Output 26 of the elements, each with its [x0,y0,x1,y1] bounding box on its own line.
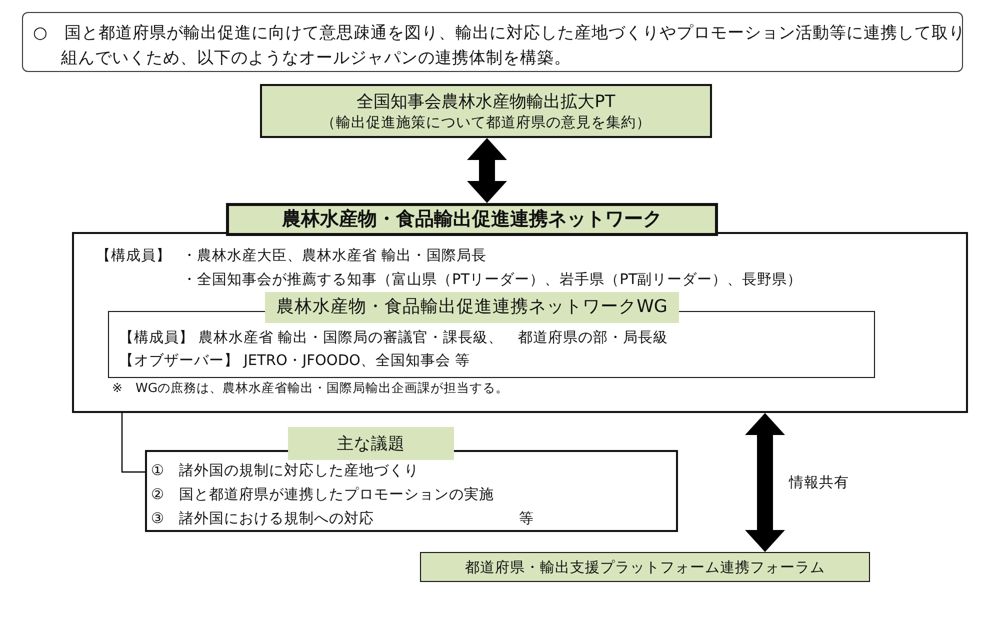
member-line: ・全国知事会が推薦する知事（富山県（PTリーダー）、岩手県（PT副リーダー）、長野県） [182,270,802,289]
text-box [22,12,963,72]
member-line: 【オブザーバー】 JETRO・JFOODO、全国知事会 等 [119,352,470,370]
heading-text: 農林水産物・食品輸出促進連携ネットワーク [280,207,663,232]
footnote: ※ WGの庶務は、農林水産省輸出・国際局輸出企画課が担当する。 [112,380,509,397]
text-box [260,84,712,138]
double-arrow [745,413,785,552]
edge-label: 情報共有 [789,472,849,492]
etc-mark: 等 [519,510,534,528]
topic-item: ① 諸外国の規制に対応した産地づくり [151,462,419,480]
heading-banner: 農林水産物・食品輸出促進連携ネットワークWG [265,292,679,323]
box-title: 都道府県・輸出支援プラットフォーム連携フォーラム [464,558,826,577]
box-title: 全国知事会農林水産物輸出拡大PT [356,91,616,113]
double-arrow [467,138,507,203]
connector-line [121,413,145,473]
box-subtitle: （輸出促進施策について都道府県の意見を集約） [320,114,652,132]
topic-item: ② 国と都道府県が連携したプロモーションの実施 [151,486,494,504]
text-box [420,552,870,582]
member-line: 【構成員】 農林水産省 輸出・国際局の審議官・課長級、 都道府県の部・局長級 [119,328,668,347]
topic-item: ③ 諸外国における規制への対応 [151,510,374,528]
text-box [72,232,968,413]
member-line: ・農林水産大臣、農林水産省 輸出・国際局長 [182,246,487,265]
note-text: ○ 国と都道府県が輸出促進に向けて意思疎通を図り、輸出に対応した産地づくりやプロモーション活動等に連携して取り組んでいくため、以下のようなオールジャパンの連携体制を構築。 [33,22,966,69]
heading-banner: 主な議題 [288,427,454,460]
member-label: 【構成員】 [96,247,171,265]
text-box [226,203,718,236]
